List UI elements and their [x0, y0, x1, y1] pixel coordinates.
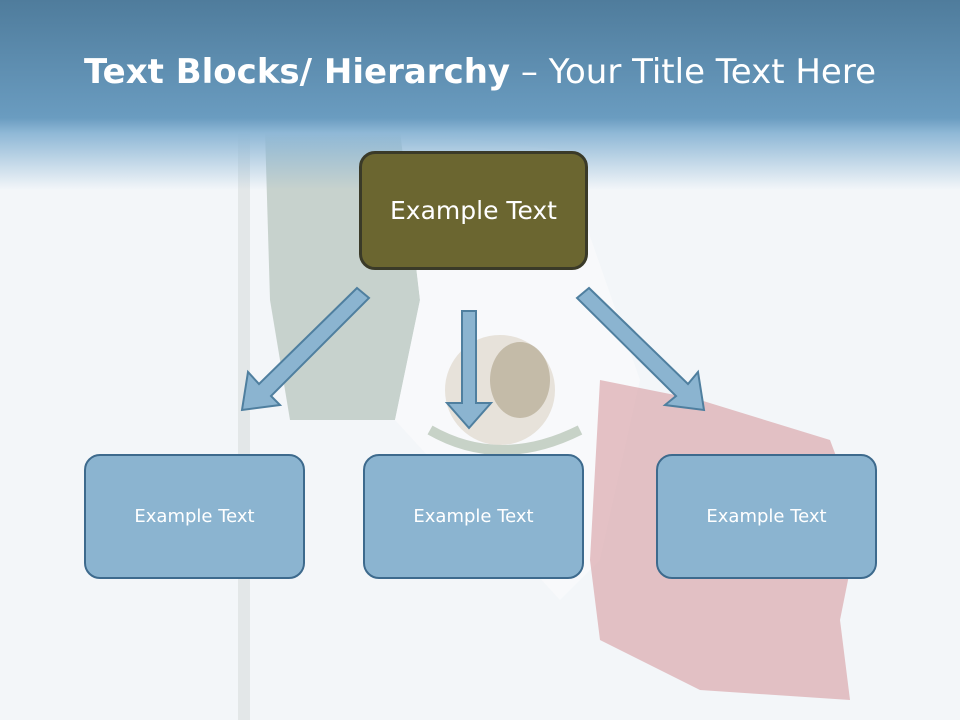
top-box-label: Example Text: [390, 196, 557, 225]
child-box-center: Example Text: [363, 454, 584, 579]
child-box-left: Example Text: [84, 454, 305, 579]
arrow-right: [575, 286, 706, 412]
title-light: Your Title Text Here: [548, 52, 877, 92]
top-box: Example Text: [359, 151, 588, 270]
title-bold: Text Blocks/ Hierarchy: [83, 52, 511, 92]
child-box-label: Example Text: [413, 506, 534, 527]
title-dash: –: [510, 52, 549, 92]
arrow-left: [240, 286, 371, 412]
child-box-right: Example Text: [656, 454, 877, 579]
arrow-center: [444, 310, 494, 430]
child-box-label: Example Text: [134, 506, 255, 527]
child-box-label: Example Text: [706, 506, 827, 527]
slide-title: Text Blocks/ Hierarchy – Your Title Text…: [0, 52, 960, 92]
